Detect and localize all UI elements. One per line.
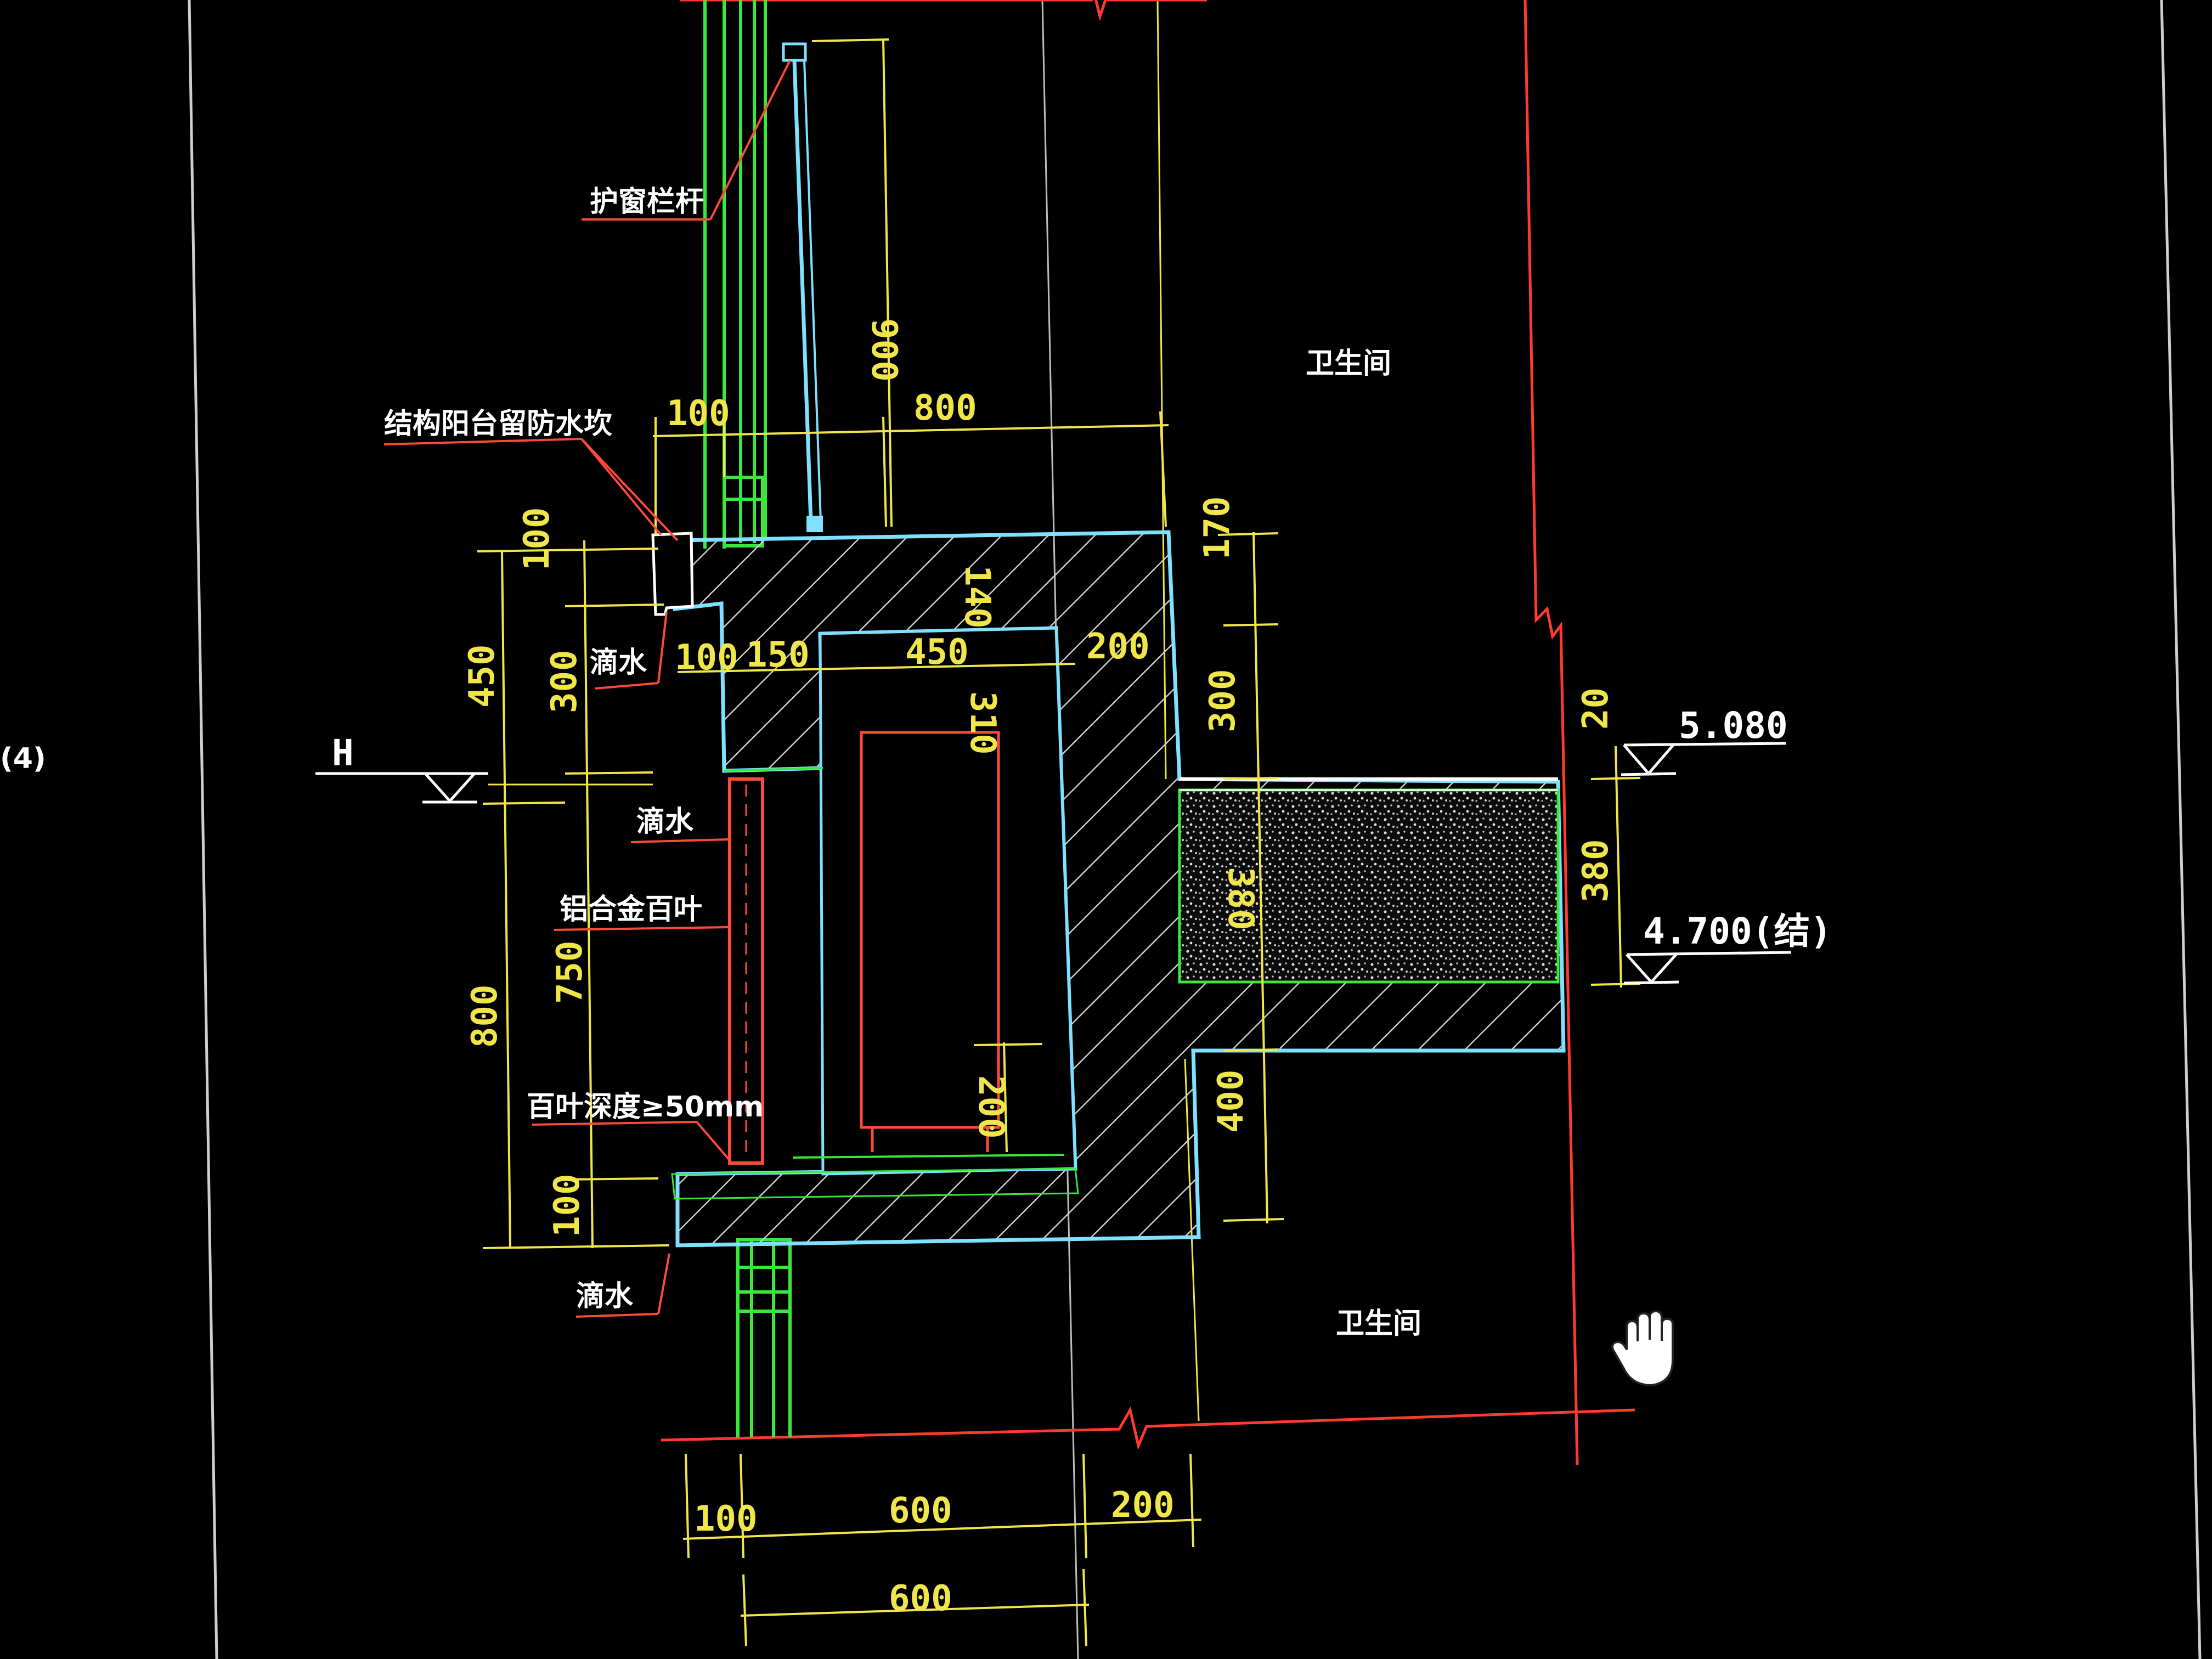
label-room-lower: 卫生间: [1336, 1307, 1421, 1340]
level-marker-5080: [1621, 742, 1786, 776]
dim-200-inner: 200: [970, 1075, 1011, 1139]
label-waterproof-note: 结构阳台留防水坎: [384, 408, 612, 441]
dim-600-bottom: 600: [889, 1491, 952, 1531]
dim-100-b: 100: [675, 637, 738, 678]
dim-140: 140: [957, 565, 997, 629]
axis-lines: [661, 0, 1635, 1465]
leader-lines: [383, 60, 791, 1318]
level-mid-text: 4.700(结): [1643, 910, 1832, 952]
dimension-lines: [477, 38, 1641, 1646]
label-left-edge: (4): [0, 742, 46, 775]
label-louver-depth: 百叶深度≥50mm: [527, 1091, 764, 1124]
dim-600-total: 600: [889, 1578, 952, 1619]
dim-100-c: 100: [547, 1173, 588, 1237]
dim-380-b: 380: [1576, 839, 1616, 902]
upper-window-frame: [703, 0, 767, 549]
level-top-text: 5.080: [1679, 704, 1788, 747]
label-drip-top: 滴水: [590, 646, 647, 679]
railing: [782, 42, 823, 532]
dim-400: 400: [1211, 1069, 1251, 1133]
dim-200-bottom: 200: [1111, 1485, 1175, 1526]
dim-150: 150: [746, 635, 810, 675]
dim-450-left: 450: [462, 644, 503, 708]
dim-800-left: 800: [465, 984, 505, 1048]
level-h-text: H: [332, 732, 354, 774]
dim-300-a: 300: [544, 650, 585, 713]
dim-900: 900: [864, 318, 904, 382]
level-marker-h: [315, 772, 653, 804]
label-aluminum-louver: 铝合金百叶: [560, 893, 702, 926]
floor-buildup: [1178, 777, 1560, 984]
label-parapet-railing: 护窗栏杆: [590, 185, 704, 218]
dim-750: 750: [550, 940, 590, 1004]
dim-450-mid: 450: [905, 632, 969, 673]
dim-380-a: 380: [1220, 867, 1261, 930]
dim-300-right: 300: [1203, 669, 1243, 732]
dim-800-top: 800: [913, 388, 977, 428]
dim-20: 20: [1576, 687, 1616, 730]
concrete-section: [651, 530, 1566, 1248]
hand-pan-icon: [1611, 1310, 1674, 1387]
dim-310: 310: [962, 691, 1003, 755]
lower-window-frame: [736, 1238, 792, 1437]
label-room-upper: 卫生间: [1306, 347, 1391, 380]
label-drip-bottom: 滴水: [576, 1280, 634, 1313]
dim-100-bottom: 100: [694, 1499, 758, 1539]
dim-170: 170: [1197, 496, 1238, 560]
label-drip-mid: 滴水: [636, 805, 694, 838]
dim-100-a: 100: [517, 507, 557, 571]
level-marker-4700: [1623, 951, 1792, 985]
dim-100-top: 100: [667, 393, 730, 434]
dim-200-mid: 200: [1086, 627, 1150, 667]
